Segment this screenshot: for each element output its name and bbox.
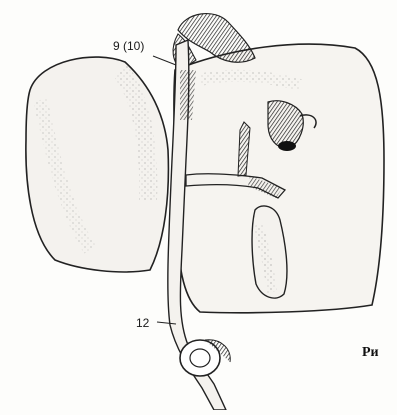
callout-label-12: 12	[136, 316, 149, 330]
figure-caption: Ри	[362, 345, 379, 361]
callout-label-9: 9 (10)	[113, 39, 144, 53]
